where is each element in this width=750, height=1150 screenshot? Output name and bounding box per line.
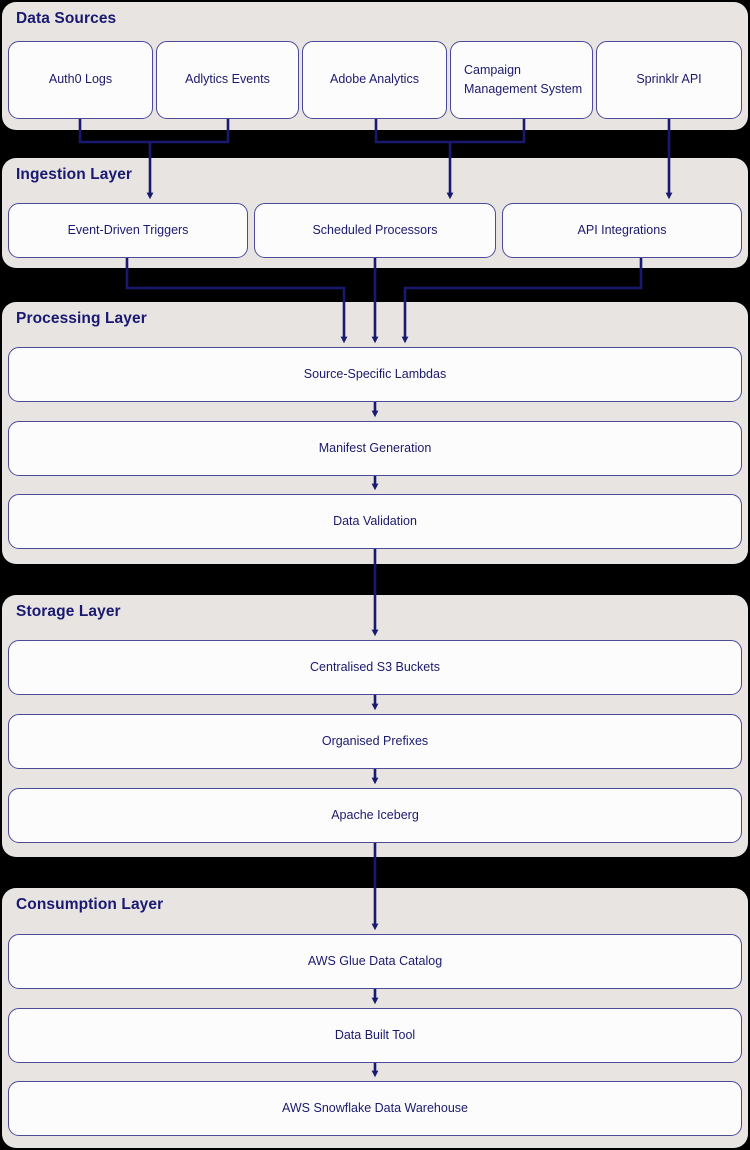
node-label: Manifest Generation: [318, 440, 432, 455]
node-api-integrations[interactable]: API Integrations: [502, 203, 742, 258]
node-label: Auth0 Logs: [48, 72, 113, 87]
node-label: Event-Driven Triggers: [67, 222, 189, 237]
node-event-driven-triggers[interactable]: Event-Driven Triggers: [8, 203, 248, 258]
node-label: Adlytics Events: [185, 72, 270, 87]
node-organised-prefixes[interactable]: Organised Prefixes: [8, 714, 742, 769]
node-label: API Integrations: [577, 222, 667, 237]
node-data-built-tool[interactable]: Data Built Tool: [8, 1008, 742, 1063]
node-label: AWS Snowflake Data Warehouse: [282, 1100, 468, 1115]
node-sprinklr-api[interactable]: Sprinklr API: [596, 41, 742, 119]
node-data-validation[interactable]: Data Validation: [8, 494, 742, 549]
node-aws-snowflake-data-warehouse[interactable]: AWS Snowflake Data Warehouse: [8, 1081, 742, 1136]
node-label: Scheduled Processors: [312, 222, 438, 237]
node-label: Adobe Analytics: [330, 72, 419, 87]
layer-title-data-sources: Data Sources: [16, 10, 117, 27]
node-label: Campaign Management System: [464, 62, 583, 96]
node-scheduled-processors[interactable]: Scheduled Processors: [254, 203, 496, 258]
layer-title-storage: Storage Layer: [16, 603, 121, 620]
node-label: Source-Specific Lambdas: [303, 366, 447, 381]
node-aws-glue-data-catalog[interactable]: AWS Glue Data Catalog: [8, 934, 742, 989]
layer-title-ingestion: Ingestion Layer: [16, 166, 133, 183]
node-label: Data Validation: [333, 513, 417, 528]
node-campaign-management-system[interactable]: Campaign Management System: [450, 41, 593, 119]
node-label: Organised Prefixes: [321, 733, 429, 748]
layer-title-consumption: Consumption Layer: [16, 896, 164, 913]
node-adobe-analytics[interactable]: Adobe Analytics: [302, 41, 447, 119]
node-label: Apache Iceberg: [331, 807, 419, 822]
node-source-specific-lambdas[interactable]: Source-Specific Lambdas: [8, 347, 742, 402]
node-centralised-s3-buckets[interactable]: Centralised S3 Buckets: [8, 640, 742, 695]
node-auth0-logs[interactable]: Auth0 Logs: [8, 41, 153, 119]
node-label: Data Built Tool: [334, 1027, 416, 1042]
layer-title-processing: Processing Layer: [16, 310, 147, 327]
node-manifest-generation[interactable]: Manifest Generation: [8, 421, 742, 476]
node-label: Sprinklr API: [636, 72, 702, 87]
node-apache-iceberg[interactable]: Apache Iceberg: [8, 788, 742, 843]
node-label: Centralised S3 Buckets: [310, 659, 440, 674]
node-label: AWS Glue Data Catalog: [307, 953, 443, 968]
node-adlytics-events[interactable]: Adlytics Events: [156, 41, 299, 119]
